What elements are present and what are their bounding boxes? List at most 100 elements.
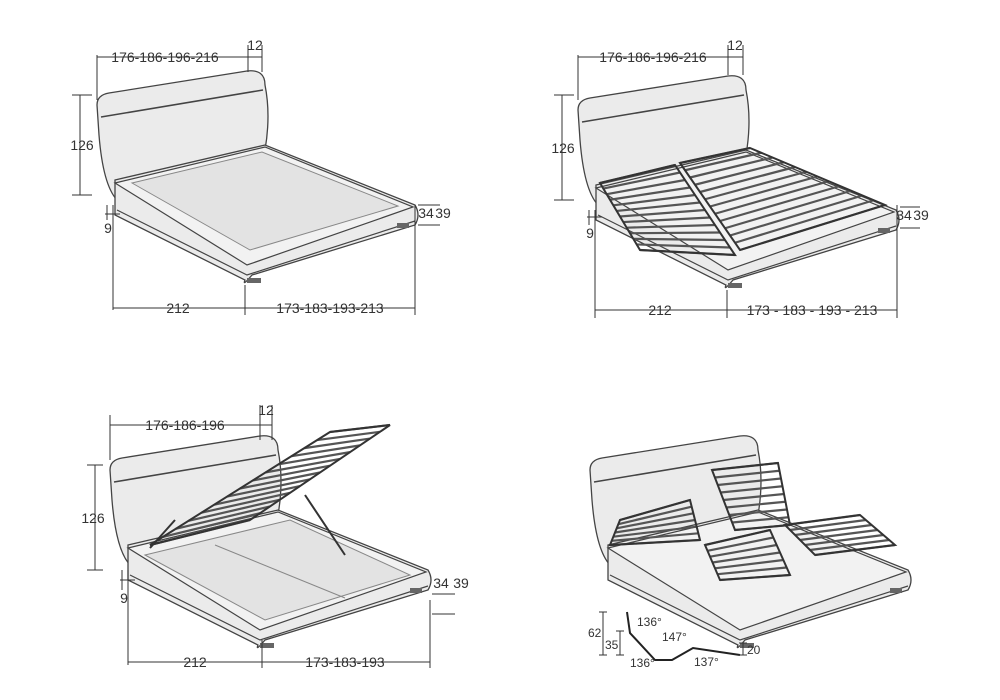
slat <box>636 243 731 249</box>
back-height-label: 35 <box>605 638 619 652</box>
slat-frame <box>703 528 792 582</box>
slat <box>789 518 866 532</box>
slat <box>709 175 818 208</box>
motorized-slatted-base <box>608 461 898 582</box>
slat <box>616 201 701 213</box>
slatted-base <box>598 146 888 257</box>
length-dimension: 173-183-193 <box>305 654 385 670</box>
slat-frame <box>608 498 702 547</box>
slat <box>720 485 783 494</box>
slat <box>717 566 787 576</box>
slat <box>278 451 351 466</box>
headboard-length: 212 <box>648 302 672 318</box>
slat-frame <box>149 424 391 546</box>
slat <box>804 533 884 547</box>
base-clearance: 9 <box>586 225 594 241</box>
total-height: 39 <box>453 575 469 591</box>
frame-height: 34 <box>418 205 434 221</box>
slat <box>606 178 686 196</box>
slat <box>603 171 681 190</box>
feet-height-label: 20 <box>747 643 761 657</box>
slat <box>689 156 773 179</box>
slat <box>609 186 691 201</box>
slat-frame <box>782 513 898 557</box>
slat <box>707 536 774 552</box>
bed-2-drawing: 176-186-196-216 12 126 9 212 173 - 183 -… <box>551 37 929 318</box>
slat <box>162 512 261 538</box>
slat <box>719 184 841 223</box>
width-dimension: 176-186-196 <box>145 417 225 433</box>
slat <box>613 525 697 538</box>
back-angle-label: 136° <box>630 656 655 670</box>
slat-frame <box>678 146 888 252</box>
width-dimension: 176-186-196-216 <box>111 49 219 65</box>
slat <box>265 457 341 474</box>
base-clearance: 9 <box>120 590 128 606</box>
base-clearance: 9 <box>104 220 112 236</box>
headboard-depth: 12 <box>258 402 274 418</box>
slat <box>809 538 890 552</box>
slat <box>714 558 784 570</box>
headboard-height: 126 <box>81 510 105 526</box>
slat <box>734 199 875 244</box>
lift-piston <box>149 494 346 556</box>
length-dimension: 173-183-193-213 <box>276 300 384 316</box>
total-height: 39 <box>913 207 929 223</box>
slat <box>623 216 711 224</box>
slat <box>712 551 781 564</box>
headboard-length: 212 <box>183 654 207 670</box>
slat <box>723 492 785 502</box>
slat <box>704 170 807 201</box>
slat <box>699 165 796 194</box>
slat <box>304 437 371 450</box>
width-dimension: 176-186-196-216 <box>599 49 707 65</box>
slat <box>239 471 321 490</box>
headboard-height: 126 <box>70 137 94 153</box>
slat <box>717 477 782 487</box>
bed-4-drawing: 62 35 136° 136° 147° 137° 20 <box>588 434 912 670</box>
slat <box>291 444 361 458</box>
bed-3-drawing: 176-186-196 12 126 9 212 173-183-193 34 … <box>81 402 469 670</box>
slat <box>633 237 726 242</box>
slat <box>201 491 291 514</box>
slat <box>729 508 788 517</box>
head-angle-label: 136° <box>637 615 662 629</box>
frame-height: 34 <box>896 207 912 223</box>
slat <box>724 189 852 230</box>
motorized-profile: 62 35 136° 136° 147° 137° 20 <box>588 611 761 670</box>
headboard-height: 126 <box>551 140 575 156</box>
slat <box>611 532 699 542</box>
total-height: 39 <box>435 205 451 221</box>
slat <box>629 231 721 235</box>
headboard-depth: 12 <box>247 37 263 53</box>
slat <box>226 478 311 498</box>
headboard-length: 212 <box>166 300 190 316</box>
length-dimension: 173 - 183 - 193 - 213 <box>747 302 878 318</box>
slat <box>175 505 271 530</box>
slat <box>714 469 780 479</box>
slat <box>614 518 696 534</box>
slat <box>726 500 786 509</box>
headboard-depth: 12 <box>727 37 743 53</box>
slat <box>709 543 777 558</box>
slat <box>616 512 694 530</box>
slat <box>626 223 716 229</box>
lifted-slatted-frame <box>149 423 391 547</box>
slat <box>729 194 863 237</box>
slat <box>252 464 331 482</box>
bed-1-drawing: 176-186-196-216 12 126 9 212 173-183-193… <box>70 37 451 316</box>
slat <box>613 193 696 207</box>
slat <box>214 484 301 506</box>
knee-angle-label: 147° <box>662 630 687 644</box>
slat <box>794 523 872 537</box>
slat <box>619 208 706 218</box>
slat <box>732 516 789 524</box>
slat <box>694 161 785 186</box>
slat <box>684 151 762 172</box>
frame-height: 34 <box>433 575 449 591</box>
slat <box>188 498 281 522</box>
slat-frame <box>598 163 737 257</box>
slat <box>618 505 692 526</box>
mattress-base <box>130 151 400 251</box>
